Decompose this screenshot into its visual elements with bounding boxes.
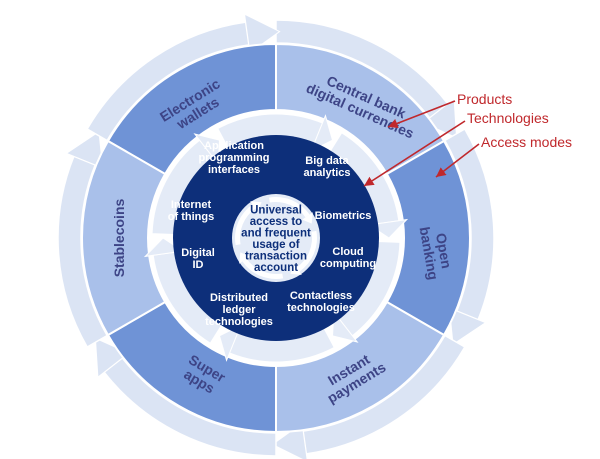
center-arrow-arc <box>242 258 284 279</box>
inner-ring-arrowhead <box>367 218 409 239</box>
outer-ring-arrowhead <box>94 337 130 379</box>
center-arrow-arc <box>268 197 310 218</box>
outer-ring-arrowhead <box>243 13 281 54</box>
annotation-products: Products <box>457 91 513 107</box>
technology-label-biometrics: Biometrics <box>315 210 372 222</box>
center-arrowhead <box>290 264 302 275</box>
center-arrowhead <box>239 252 250 264</box>
annotation-arrow-technologies <box>363 120 466 187</box>
outer-ring-arrowhead <box>422 97 458 139</box>
annotation-technologies: Technologies <box>467 110 549 126</box>
center-arrow-arc <box>234 204 256 246</box>
inner-ring-arrowhead <box>143 237 185 258</box>
center-arrowhead <box>250 201 262 212</box>
center-circle <box>232 194 320 282</box>
inner-ring-arrowhead <box>218 324 242 362</box>
center-arrow-arc <box>296 230 317 272</box>
center-arrowhead <box>302 212 313 224</box>
annotation-access-modes: Access modes <box>481 134 573 150</box>
annotation-arrow-products <box>387 100 456 129</box>
outer-ring-arrowhead <box>65 130 104 169</box>
outer-ring-arrowhead <box>271 422 308 459</box>
access-mode-segment <box>81 139 167 337</box>
outer-ring-arrowhead <box>448 307 487 346</box>
access-mode-label-stablecoins: Stablecoins <box>111 199 127 278</box>
inner-ring-arrowhead <box>310 114 334 152</box>
annotation-arrow-access-modes <box>435 143 480 178</box>
